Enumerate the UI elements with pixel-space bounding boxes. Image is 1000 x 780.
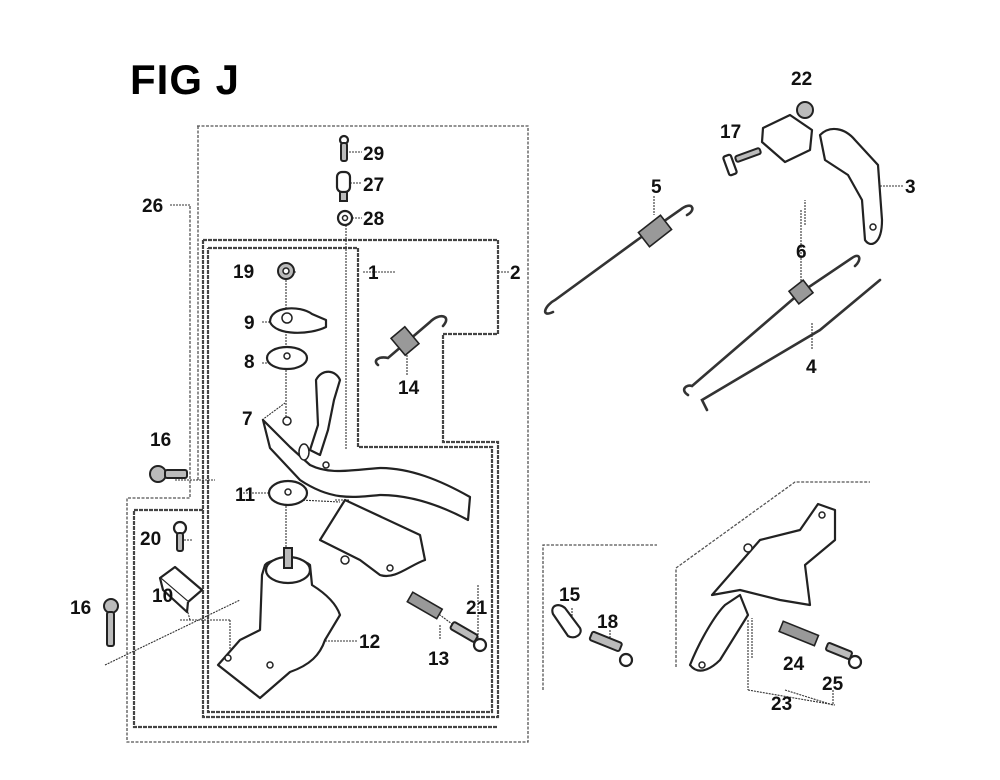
callout-28: 28	[363, 209, 384, 230]
callout-18: 18	[597, 612, 618, 633]
part-21-screw[interactable]	[449, 621, 488, 653]
part-29-screw[interactable]	[338, 134, 350, 162]
callout-7: 7	[242, 409, 253, 430]
part-9-plate[interactable]	[268, 307, 328, 334]
callout-29: 29	[363, 144, 384, 165]
callout-20: 20	[140, 529, 161, 550]
frame-23	[675, 481, 870, 667]
callout-9: 9	[244, 313, 255, 334]
callout-27: 27	[363, 175, 384, 196]
callout-10: 10	[152, 586, 173, 607]
part-20-clamp-screw[interactable]	[172, 520, 188, 552]
callout-13: 13	[428, 649, 449, 670]
callout-24: 24	[783, 654, 805, 675]
part-6-spring[interactable]	[682, 254, 861, 397]
part-27-holder[interactable]	[335, 170, 352, 202]
callout-17: 17	[720, 122, 741, 143]
part-16-bolt-lower[interactable]	[103, 598, 119, 647]
part-7-control-lever[interactable]	[261, 370, 472, 522]
part-18-screw[interactable]	[588, 630, 634, 668]
part-16-bolt-upper[interactable]	[149, 465, 188, 483]
part-10-cable-clamp[interactable]	[158, 565, 204, 614]
part-8-washer[interactable]	[265, 345, 309, 371]
callout-2: 2	[510, 263, 521, 284]
callout-22: 22	[791, 69, 812, 90]
callout-16-upper: 16	[150, 430, 171, 451]
callout-11: 11	[235, 485, 256, 506]
callout-23: 23	[771, 694, 792, 715]
part-14-spring[interactable]	[374, 314, 448, 367]
part-4-rod[interactable]	[700, 278, 882, 412]
frame-1	[206, 246, 494, 714]
part-3-governor-arm[interactable]	[760, 101, 884, 245]
callout-8: 8	[244, 352, 255, 373]
part-13-spring[interactable]	[406, 591, 444, 620]
callout-16-lower: 16	[70, 598, 91, 619]
part-15-collar[interactable]	[551, 604, 582, 639]
callout-12: 12	[359, 632, 380, 653]
callout-1: 1	[368, 263, 379, 284]
callout-26: 26	[142, 196, 163, 217]
callout-19: 19	[233, 262, 254, 283]
callout-15: 15	[559, 585, 581, 606]
part-11-washer[interactable]	[267, 479, 309, 507]
part-19-nut[interactable]	[277, 262, 295, 280]
callout-25: 25	[822, 674, 844, 695]
part-23-stop-bracket[interactable]	[688, 502, 837, 672]
frame-2	[201, 238, 500, 719]
part-12-control-base[interactable]	[216, 498, 427, 700]
part-25-screw[interactable]	[825, 642, 863, 670]
callout-5: 5	[651, 177, 662, 198]
callout-4: 4	[806, 357, 817, 378]
callout-14: 14	[398, 378, 420, 399]
part-5-spring[interactable]	[543, 204, 694, 315]
figure-title: FIG J	[130, 56, 241, 103]
callout-21: 21	[466, 598, 488, 619]
frame-15-18	[542, 544, 657, 690]
callout-6: 6	[796, 242, 807, 263]
frame-26	[126, 125, 529, 743]
part-28-washer[interactable]	[336, 209, 354, 227]
part-24-spring[interactable]	[778, 620, 820, 647]
callout-3: 3	[905, 177, 916, 198]
part-17-bolt[interactable]	[722, 147, 762, 177]
